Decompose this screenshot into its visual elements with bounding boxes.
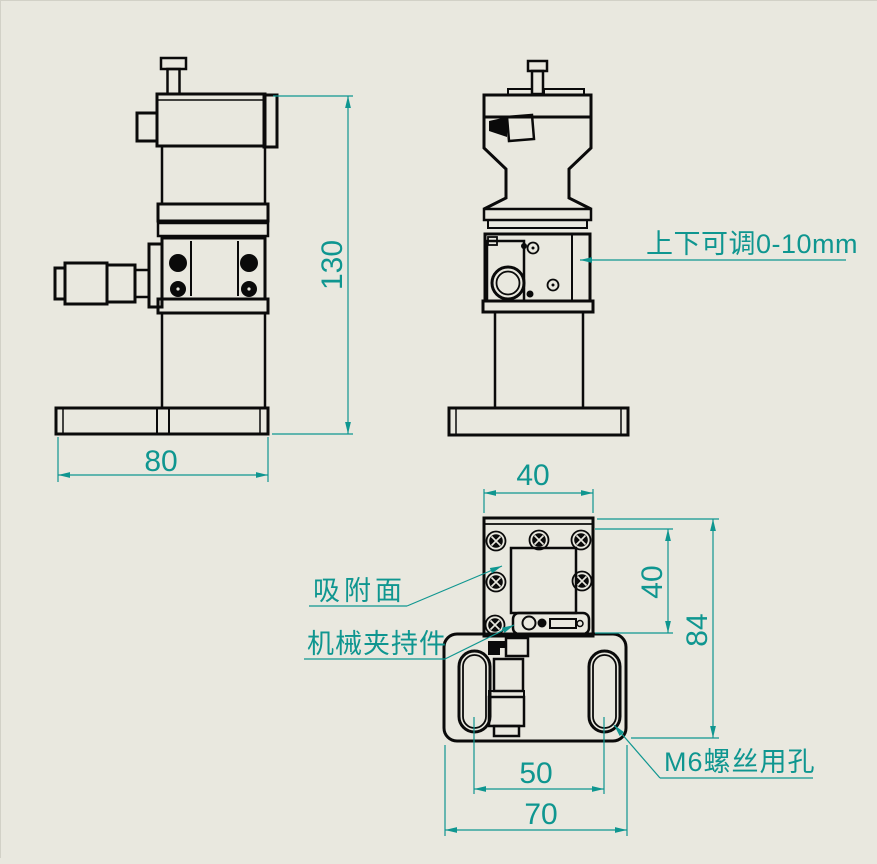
clamp-knob xyxy=(489,117,507,137)
base-plate xyxy=(54,406,270,436)
base-plate xyxy=(442,632,628,743)
base-plate xyxy=(447,406,630,437)
dimension-base-70: 70 xyxy=(444,745,628,836)
micrometer-sleeve xyxy=(133,268,151,299)
dimension-height-130: 130 xyxy=(272,95,353,435)
dim-50-label: 50 xyxy=(519,757,552,790)
screw-icon xyxy=(169,254,187,272)
head-end-cap xyxy=(262,93,279,149)
mount-plate xyxy=(482,516,595,638)
dim-130-label: 130 xyxy=(316,240,349,290)
dim-70-label: 70 xyxy=(524,798,557,831)
dim-40-top-label: 40 xyxy=(516,459,549,492)
screw-icon xyxy=(485,530,507,552)
head-block xyxy=(482,93,593,119)
annotation-mechanical-clamp: 机械夹持件 xyxy=(304,624,515,660)
dimension-depth-40: 40 xyxy=(595,528,673,634)
annotation-clamp-label: 机械夹持件 xyxy=(307,629,447,659)
clamp-body xyxy=(505,113,536,143)
side-view xyxy=(53,56,279,436)
clamp-pin xyxy=(549,618,577,629)
screw-icon xyxy=(240,254,258,272)
screw-icon xyxy=(546,278,560,292)
dimension-base-80: 80 xyxy=(57,437,269,482)
side-tab xyxy=(135,111,159,143)
dim-84-label: 84 xyxy=(681,613,714,646)
annotation-adsorption-label: 吸附面 xyxy=(313,576,406,606)
dimension-plate-40: 40 xyxy=(483,459,594,513)
front-view xyxy=(447,59,630,437)
annotation-adjustable-label: 上下可调0-10mm xyxy=(646,229,858,259)
dim-80-label: 80 xyxy=(144,445,177,478)
screw-icon xyxy=(570,529,592,551)
annotation-m6-label: M6螺丝用孔 xyxy=(664,747,816,777)
screw-icon xyxy=(485,571,507,593)
dim-40-right-label: 40 xyxy=(636,565,669,598)
screw-icon xyxy=(526,241,540,255)
dimension-slots-50: 50 xyxy=(473,717,605,794)
annotation-adsorption-surface: 吸附面 xyxy=(309,565,503,607)
screw-icon xyxy=(528,529,550,551)
screw-icon xyxy=(571,570,593,592)
dimension-total-84: 84 xyxy=(597,518,719,739)
micrometer-bore xyxy=(490,265,526,301)
annotation-adjustable: 上下可调0-10mm xyxy=(580,229,858,263)
annotation-m6-hole: M6螺丝用孔 xyxy=(613,724,816,779)
